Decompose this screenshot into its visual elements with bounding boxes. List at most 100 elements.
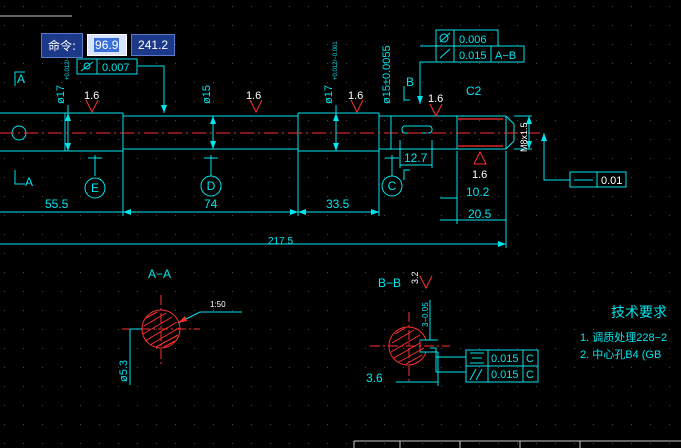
grid-dot bbox=[498, 253, 499, 254]
grid-dot bbox=[137, 120, 138, 121]
grid-dot bbox=[574, 405, 575, 406]
grid-dot bbox=[403, 424, 404, 425]
grid-dot bbox=[232, 44, 233, 45]
datum-e: E bbox=[91, 181, 99, 195]
runout-left-val: 0.007 bbox=[102, 62, 130, 74]
grid-dot bbox=[42, 424, 43, 425]
grid-dot bbox=[555, 101, 556, 102]
grid-dot bbox=[612, 25, 613, 26]
section-a-label: A−A bbox=[148, 267, 171, 281]
grid-dot bbox=[517, 443, 518, 444]
grid-dot bbox=[498, 424, 499, 425]
grid-dot bbox=[232, 82, 233, 83]
grid-dot bbox=[61, 405, 62, 406]
grid-dot bbox=[403, 443, 404, 444]
grid-dot bbox=[517, 6, 518, 7]
grid-dot bbox=[669, 177, 670, 178]
grid-dot bbox=[308, 82, 309, 83]
grid-dot bbox=[4, 234, 5, 235]
grid-dot bbox=[555, 158, 556, 159]
grid-dot bbox=[308, 215, 309, 216]
grid-dot bbox=[517, 196, 518, 197]
grid-dot bbox=[23, 215, 24, 216]
grid-dot bbox=[574, 272, 575, 273]
grid-dot bbox=[498, 101, 499, 102]
gdt-symbols bbox=[80, 32, 593, 381]
grid-dot bbox=[517, 158, 518, 159]
grid-dot bbox=[213, 405, 214, 406]
grid-dot bbox=[327, 272, 328, 273]
runout-top2-ref: A−B bbox=[495, 50, 516, 62]
grid-dot bbox=[593, 25, 594, 26]
grid-dots bbox=[4, 6, 670, 444]
grid-dot bbox=[422, 25, 423, 26]
grid-dot bbox=[669, 234, 670, 235]
grid-dot bbox=[99, 310, 100, 311]
grid-dot bbox=[270, 253, 271, 254]
grid-dot bbox=[555, 139, 556, 140]
grid-dot bbox=[251, 120, 252, 121]
grid-dot bbox=[137, 158, 138, 159]
grid-dot bbox=[156, 120, 157, 121]
grid-dot bbox=[175, 348, 176, 349]
grid-dot bbox=[175, 253, 176, 254]
grid-dot bbox=[650, 101, 651, 102]
grid-dot bbox=[631, 405, 632, 406]
grid-dot bbox=[270, 177, 271, 178]
grid-dot bbox=[422, 139, 423, 140]
grid-dot bbox=[479, 196, 480, 197]
runout-top2-val: 0.015 bbox=[459, 50, 487, 62]
grid-dot bbox=[194, 177, 195, 178]
grid-dot bbox=[61, 329, 62, 330]
grid-dot bbox=[555, 215, 556, 216]
grid-dot bbox=[327, 424, 328, 425]
grid-dot bbox=[517, 139, 518, 140]
grid-dot bbox=[669, 158, 670, 159]
grid-dot bbox=[650, 443, 651, 444]
grid-dot bbox=[289, 139, 290, 140]
grid-dot bbox=[80, 424, 81, 425]
grid-dot bbox=[460, 348, 461, 349]
section-a-top: A bbox=[17, 72, 25, 86]
grid-dot bbox=[422, 291, 423, 292]
grid-dot bbox=[137, 234, 138, 235]
grid-dot bbox=[270, 234, 271, 235]
grid-dot bbox=[593, 215, 594, 216]
grid-dot bbox=[403, 196, 404, 197]
grid-dot bbox=[612, 348, 613, 349]
coordinate-y-input[interactable]: 241.2 bbox=[131, 34, 176, 56]
grid-dot bbox=[327, 367, 328, 368]
grid-dot bbox=[403, 101, 404, 102]
grid-dot bbox=[365, 386, 366, 387]
grid-dot bbox=[650, 63, 651, 64]
grid-dot bbox=[251, 82, 252, 83]
grid-dot bbox=[194, 386, 195, 387]
grid-dot bbox=[479, 329, 480, 330]
grid-dot bbox=[536, 44, 537, 45]
grid-dot bbox=[61, 253, 62, 254]
grid-dot bbox=[384, 329, 385, 330]
grid-dot bbox=[156, 177, 157, 178]
grid-dot bbox=[631, 44, 632, 45]
dia-15-tol: ø15±0.0055 bbox=[381, 45, 393, 104]
grid-dot bbox=[327, 158, 328, 159]
grid-dot bbox=[593, 443, 594, 444]
grid-dot bbox=[156, 405, 157, 406]
grid-dot bbox=[175, 405, 176, 406]
grid-dot bbox=[251, 139, 252, 140]
grid-dot bbox=[4, 253, 5, 254]
grid-dot bbox=[194, 82, 195, 83]
grid-dot bbox=[536, 6, 537, 7]
runout-top-val: 0.006 bbox=[459, 34, 487, 46]
dynamic-input-tooltip[interactable]: 命令: 96.9 241.2 bbox=[41, 32, 176, 58]
grid-dot bbox=[612, 424, 613, 425]
grid-dot bbox=[213, 272, 214, 273]
rotated-dims: ø17 +0.012/−0.001 ø15 ø17 +0.012/−0.001 … bbox=[55, 41, 529, 382]
roughness-2: 1.6 bbox=[246, 90, 261, 102]
grid-dot bbox=[137, 310, 138, 311]
grid-dot bbox=[156, 196, 157, 197]
grid-dot bbox=[156, 348, 157, 349]
coordinate-x-input[interactable]: 96.9 bbox=[87, 34, 128, 56]
grid-dot bbox=[574, 329, 575, 330]
